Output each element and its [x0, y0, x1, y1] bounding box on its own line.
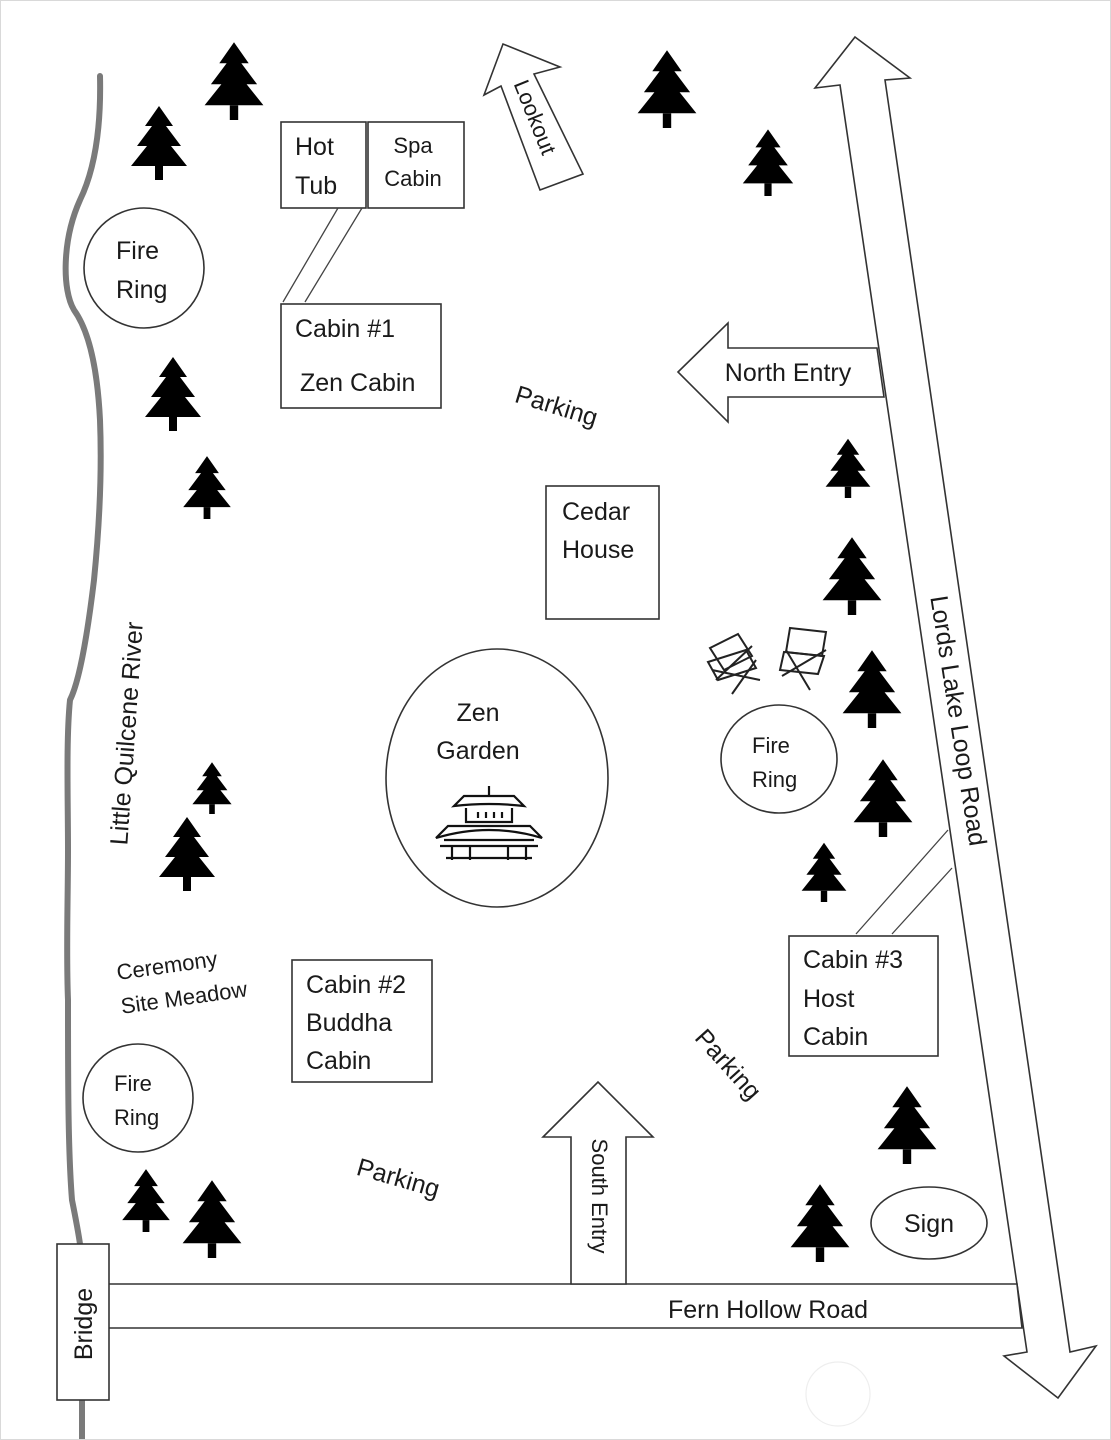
river-line — [62, 73, 104, 1247]
tree-icon — [131, 106, 187, 180]
zen-garden-label-2: Garden — [436, 737, 519, 765]
path-cabin1-hottub — [282, 207, 363, 303]
spa-cabin[interactable] — [367, 121, 465, 209]
cabin-1-label-1: Cabin #1 — [295, 315, 395, 343]
watermark-circle — [805, 1361, 871, 1427]
cabin-1-label-2: Zen Cabin — [300, 369, 415, 397]
bridge[interactable] — [56, 1243, 110, 1401]
fire-ring-southwest[interactable] — [82, 1043, 194, 1153]
parking-north-label: Parking — [512, 381, 601, 433]
hot-tub-label-1: Hot — [295, 133, 334, 161]
tree-icon — [637, 50, 697, 128]
ceremony-site-label-2: Site Meadow — [119, 976, 249, 1018]
sign[interactable] — [870, 1186, 988, 1260]
river-label: Little Quilcene River — [105, 621, 149, 846]
hot-tub-label-2: Tub — [295, 172, 337, 200]
tree-icon — [842, 650, 902, 728]
tree-icon — [145, 357, 201, 431]
cabin-2-label-2: Buddha — [306, 1009, 392, 1037]
fire-ring-east[interactable] — [720, 704, 838, 814]
lookout-arrow[interactable] — [482, 42, 585, 192]
tree-icon — [204, 42, 264, 120]
spa-cabin-label-1: Spa — [393, 133, 433, 158]
zen-garden[interactable] — [385, 648, 609, 908]
cabin-1[interactable] — [280, 303, 442, 409]
fire-ring-nw-label-1: Fire — [116, 237, 159, 265]
tree-icon — [790, 1184, 850, 1262]
fire-ring-east-label-1: Fire — [752, 733, 790, 758]
cabin-2-label-1: Cabin #2 — [306, 971, 406, 999]
tree-icon — [825, 438, 871, 498]
tree-icon — [159, 817, 215, 891]
cedar-house-label-1: Cedar — [562, 498, 630, 526]
fire-ring-sw-label-2: Ring — [114, 1105, 159, 1130]
south-entry-label: South Entry — [587, 1139, 612, 1254]
pagoda-icon — [435, 786, 543, 860]
bridge-label: Bridge — [70, 1288, 98, 1360]
cedar-house[interactable] — [545, 485, 660, 620]
tree-icon — [183, 456, 231, 519]
north-entry-arrow[interactable] — [676, 321, 885, 424]
fire-ring-sw-label-1: Fire — [114, 1071, 152, 1096]
tree-icon — [822, 537, 882, 615]
fern-hollow-road[interactable] — [107, 1283, 1023, 1329]
tree-icon — [742, 129, 794, 196]
sign-label: Sign — [904, 1210, 954, 1238]
tree-icon — [877, 1086, 937, 1164]
cabin-2[interactable] — [291, 959, 433, 1083]
cabin-3-label-1: Cabin #3 — [803, 946, 903, 974]
spa-cabin-label-2: Cabin — [384, 166, 441, 191]
cedar-house-label-2: House — [562, 536, 634, 564]
parking-east-label: Parking — [689, 1024, 767, 1106]
fire-ring-northwest[interactable] — [83, 207, 205, 329]
south-entry-arrow[interactable] — [541, 1080, 655, 1285]
camp-chair-icon — [778, 626, 828, 691]
tree-icon — [853, 759, 913, 837]
zen-garden-label-1: Zen — [456, 699, 499, 727]
ceremony-site-label-1: Ceremony — [115, 946, 219, 985]
cabin-3-label-3: Cabin — [803, 1023, 868, 1051]
lords-lake-loop-road[interactable] — [813, 35, 1098, 1400]
cabin-2-label-3: Cabin — [306, 1047, 371, 1075]
hot-tub[interactable] — [280, 121, 367, 209]
parking-south-label: Parking — [354, 1153, 443, 1203]
tree-icon — [801, 842, 847, 902]
fire-ring-east-label-2: Ring — [752, 767, 797, 792]
cabin-3[interactable] — [788, 935, 939, 1057]
path-cabin3-road — [855, 829, 953, 935]
fire-ring-nw-label-2: Ring — [116, 276, 167, 304]
camp-chair-icon — [706, 632, 761, 695]
tree-icon — [122, 1169, 170, 1232]
north-entry-label: North Entry — [725, 359, 852, 387]
tree-icon — [192, 762, 232, 814]
road-south-label: Fern Hollow Road — [668, 1296, 868, 1324]
cabin-3-label-2: Host — [803, 985, 854, 1013]
tree-icon — [182, 1180, 242, 1258]
